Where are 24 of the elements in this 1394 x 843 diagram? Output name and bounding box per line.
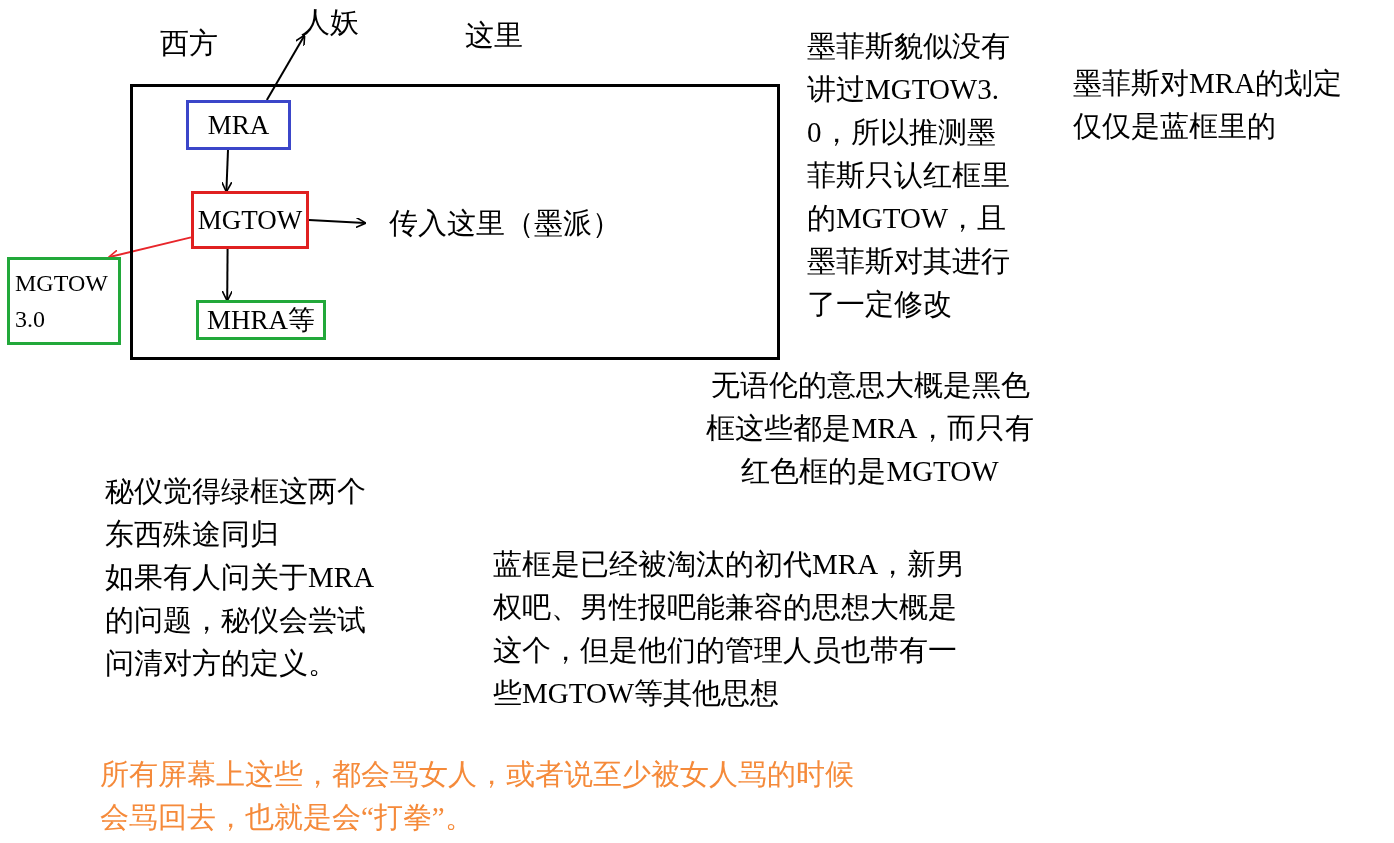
note-text: 墨菲斯对MRA的划定仅仅是蓝框里的 [1073, 66, 1344, 144]
note-text: 如果有人问关于MRA的问题，秘仪会尝试问清对方的定义。 [105, 560, 376, 681]
note-text: 西方 [160, 26, 219, 61]
note-text: 这里 [465, 18, 524, 53]
target-text: 人妖 [301, 5, 359, 40]
box-label: MGTOW [197, 204, 303, 237]
frame-box [130, 84, 780, 360]
text-box [191, 191, 309, 249]
box-label: MGTOW 3.0 [15, 269, 109, 334]
note-text: 墨菲斯貌似没有讲过MGTOW3.0，所以推测墨菲斯只认红框里的MGTOW，且墨菲斯对其进行了一定修改 [807, 29, 1011, 322]
note-text: 蓝框是已经被淘汰的初代MRA，新男权吧、男性报吧能兼容的思想大概是这个，但是他们的管理人员也带有一些MGTOW等其他思想 [493, 547, 967, 711]
arrow [308, 216, 367, 229]
box-label: MHRA等 [207, 304, 315, 337]
arrow [221, 248, 234, 302]
note-text: 所有屏幕上这些，都会骂女人，或者说至少被女人骂的时候会骂回去，也就是会“打拳”。 [100, 757, 855, 835]
arrow-target-text: 传入这里（墨派） [389, 206, 621, 241]
box-label: MRA [207, 109, 270, 142]
note-text: 无语伦的意思大概是黑色框这些都是MRA，而只有红色框的是MGTOW [705, 368, 1035, 489]
arrow [265, 34, 306, 101]
text-box [7, 257, 121, 345]
text-box [186, 100, 291, 150]
note-text: 秘仪觉得绿框这两个东西殊途同归 [105, 474, 367, 552]
text-box [196, 300, 326, 340]
arrow [220, 149, 233, 193]
